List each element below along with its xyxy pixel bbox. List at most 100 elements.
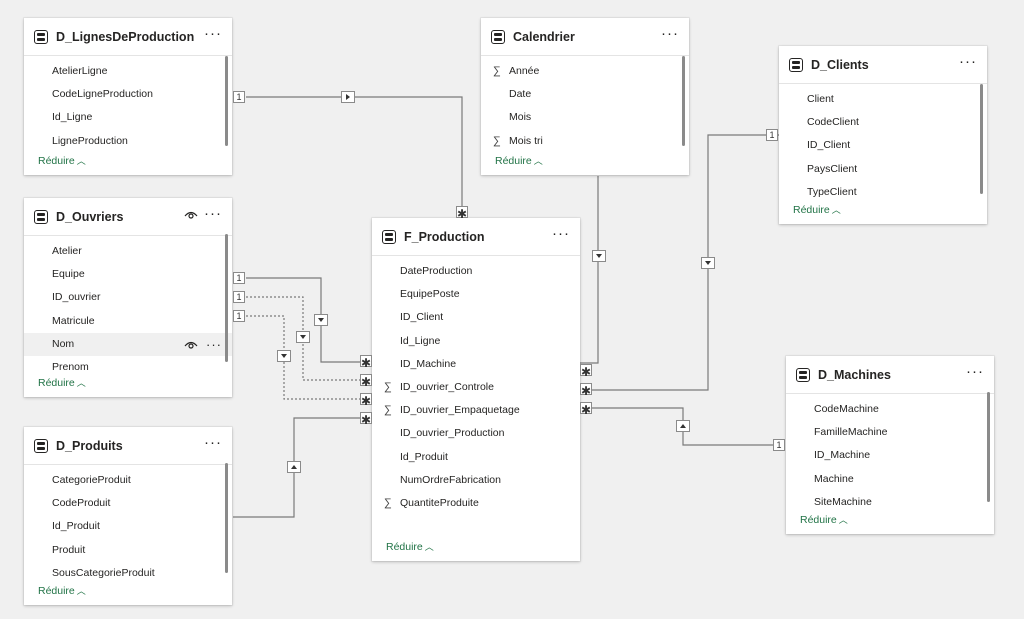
field-item[interactable]: AtelierLigne	[24, 60, 232, 83]
field-item-selected[interactable]: Nom ···	[24, 332, 232, 356]
collapse-link[interactable]: Réduire︿	[386, 540, 434, 553]
field-item[interactable]: Machine	[786, 468, 994, 491]
field-item[interactable]: Produit	[24, 539, 232, 562]
collapse-label: Réduire	[38, 377, 75, 389]
field-item[interactable]: PaysClient	[779, 158, 987, 181]
field-label: Mois	[509, 111, 532, 124]
field-item[interactable]: ID_ouvrier	[24, 286, 232, 309]
field-item[interactable]: Id_Produit	[24, 515, 232, 538]
field-item[interactable]: Client	[779, 88, 987, 111]
field-label: Produit	[52, 543, 86, 556]
collapse-link[interactable]: Réduire︿	[38, 154, 86, 167]
field-item[interactable]: SiteMachine	[786, 491, 994, 514]
table-title: D_Machines	[818, 367, 891, 382]
field-item[interactable]: ID_Client	[779, 134, 987, 157]
table-title: Calendrier	[513, 29, 575, 44]
field-item[interactable]: CodeProduit	[24, 492, 232, 515]
field-item[interactable]: Atelier	[24, 240, 232, 263]
table-header[interactable]: D_LignesDeProduction ···	[24, 18, 232, 56]
field-item[interactable]: ID_Machine	[786, 444, 994, 467]
chevron-up-icon: ︿	[838, 515, 848, 525]
collapse-link[interactable]: Réduire︿	[800, 513, 848, 526]
table-header[interactable]: D_Ouvriers ···	[24, 198, 232, 236]
sigma-icon: ∑	[384, 404, 392, 417]
field-item[interactable]: Matricule	[24, 310, 232, 333]
field-item[interactable]: ID_Machine	[372, 353, 580, 376]
field-item[interactable]: NumOrdreFabrication	[372, 469, 580, 492]
table-header[interactable]: D_Produits ···	[24, 427, 232, 465]
field-item[interactable]: Id_Produit	[372, 446, 580, 469]
field-item[interactable]: ∑Mois tri	[481, 130, 689, 153]
table-card-calendrier[interactable]: Calendrier ··· ∑Année Date Mois ∑Mois tr…	[481, 18, 689, 175]
scrollbar[interactable]	[987, 392, 990, 502]
cardinality-one-ouvriers: 1	[233, 310, 245, 322]
scrollbar[interactable]	[225, 463, 228, 573]
table-card-produits[interactable]: D_Produits ··· CategorieProduit CodeProd…	[24, 427, 232, 605]
rel-ouvriers-controle[interactable]	[246, 296, 372, 381]
table-card-machines[interactable]: D_Machines ··· CodeMachine FamilleMachin…	[786, 356, 994, 534]
table-card-production[interactable]: F_Production ··· DateProduction EquipePo…	[372, 218, 580, 561]
field-label: TypeClient	[807, 185, 857, 198]
more-options-icon[interactable]: ···	[552, 225, 570, 242]
field-item[interactable]: Prenom	[24, 356, 232, 379]
more-options-icon[interactable]: ···	[204, 25, 222, 42]
rel-ouvriers-production-active[interactable]	[246, 277, 372, 363]
field-label: Atelier	[52, 245, 82, 257]
collapse-link[interactable]: Réduire︿	[38, 376, 86, 389]
more-options-icon[interactable]: ···	[966, 363, 984, 380]
table-header[interactable]: D_Clients ···	[779, 46, 987, 84]
field-item[interactable]: SousCategorieProduit	[24, 562, 232, 585]
collapse-link[interactable]: Réduire︿	[793, 203, 841, 216]
field-item[interactable]: Equipe	[24, 263, 232, 286]
eye-icon[interactable]	[184, 210, 198, 220]
table-header[interactable]: Calendrier ···	[481, 18, 689, 56]
field-item[interactable]: DateProduction	[372, 260, 580, 283]
field-item[interactable]: EquipePoste	[372, 283, 580, 306]
field-item[interactable]: Date	[481, 83, 689, 106]
field-item[interactable]: CodeClient	[779, 111, 987, 134]
table-card-clients[interactable]: D_Clients ··· Client CodeClient ID_Clien…	[779, 46, 987, 224]
chevron-up-icon: ︿	[424, 542, 434, 552]
scrollbar[interactable]	[980, 84, 983, 194]
chevron-up-icon: ︿	[76, 378, 86, 388]
more-options-icon[interactable]: ···	[661, 25, 679, 42]
more-options-icon[interactable]: ···	[204, 205, 222, 222]
table-card-ouvriers[interactable]: D_Ouvriers ··· Atelier Equipe ID_ouvrier…	[24, 198, 232, 397]
field-item[interactable]: ID_ouvrier_Production	[372, 422, 580, 445]
field-item[interactable]: LigneProduction	[24, 130, 232, 153]
field-item[interactable]: ∑QuantiteProduite	[372, 492, 580, 515]
rel-produits-production[interactable]	[233, 417, 372, 518]
field-item[interactable]: CategorieProduit	[24, 469, 232, 492]
filter-direction-icon	[277, 350, 291, 362]
field-item[interactable]: ∑ID_ouvrier_Empaquetage	[372, 399, 580, 422]
eye-icon[interactable]	[184, 340, 198, 350]
rel-lignes-production[interactable]	[246, 96, 463, 218]
field-item[interactable]: ∑Année	[481, 60, 689, 83]
scrollbar[interactable]	[682, 56, 685, 146]
field-item[interactable]: Id_Ligne	[24, 106, 232, 129]
table-header[interactable]: F_Production ···	[372, 218, 580, 256]
field-item[interactable]: CodeMachine	[786, 398, 994, 421]
cardinality-many-ouvriers: ✱	[360, 374, 372, 389]
more-options-icon[interactable]: ···	[959, 53, 977, 70]
field-item[interactable]: ID_Client	[372, 306, 580, 329]
table-card-lignes[interactable]: D_LignesDeProduction ··· AtelierLigne Co…	[24, 18, 232, 175]
rel-calendrier-production[interactable]	[579, 176, 599, 364]
field-item[interactable]: ∑ID_ouvrier_Controle	[372, 376, 580, 399]
scrollbar[interactable]	[225, 56, 228, 146]
field-item[interactable]: TypeClient	[779, 181, 987, 204]
field-item[interactable]: Id_Ligne	[372, 330, 580, 353]
field-item[interactable]: CodeLigneProduction	[24, 83, 232, 106]
field-item[interactable]: Mois	[481, 106, 689, 129]
field-label: Id_Ligne	[52, 111, 93, 124]
filter-direction-icon	[314, 314, 328, 326]
more-options-icon[interactable]: ···	[206, 336, 222, 352]
field-label: Id_Produit	[52, 520, 100, 533]
collapse-link[interactable]: Réduire︿	[495, 154, 543, 167]
field-item[interactable]: FamilleMachine	[786, 421, 994, 444]
table-header[interactable]: D_Machines ···	[786, 356, 994, 394]
more-options-icon[interactable]: ···	[204, 434, 222, 451]
rel-ouvriers-empaquetage[interactable]	[246, 315, 372, 400]
scrollbar[interactable]	[225, 234, 228, 362]
collapse-link[interactable]: Réduire︿	[38, 584, 86, 597]
